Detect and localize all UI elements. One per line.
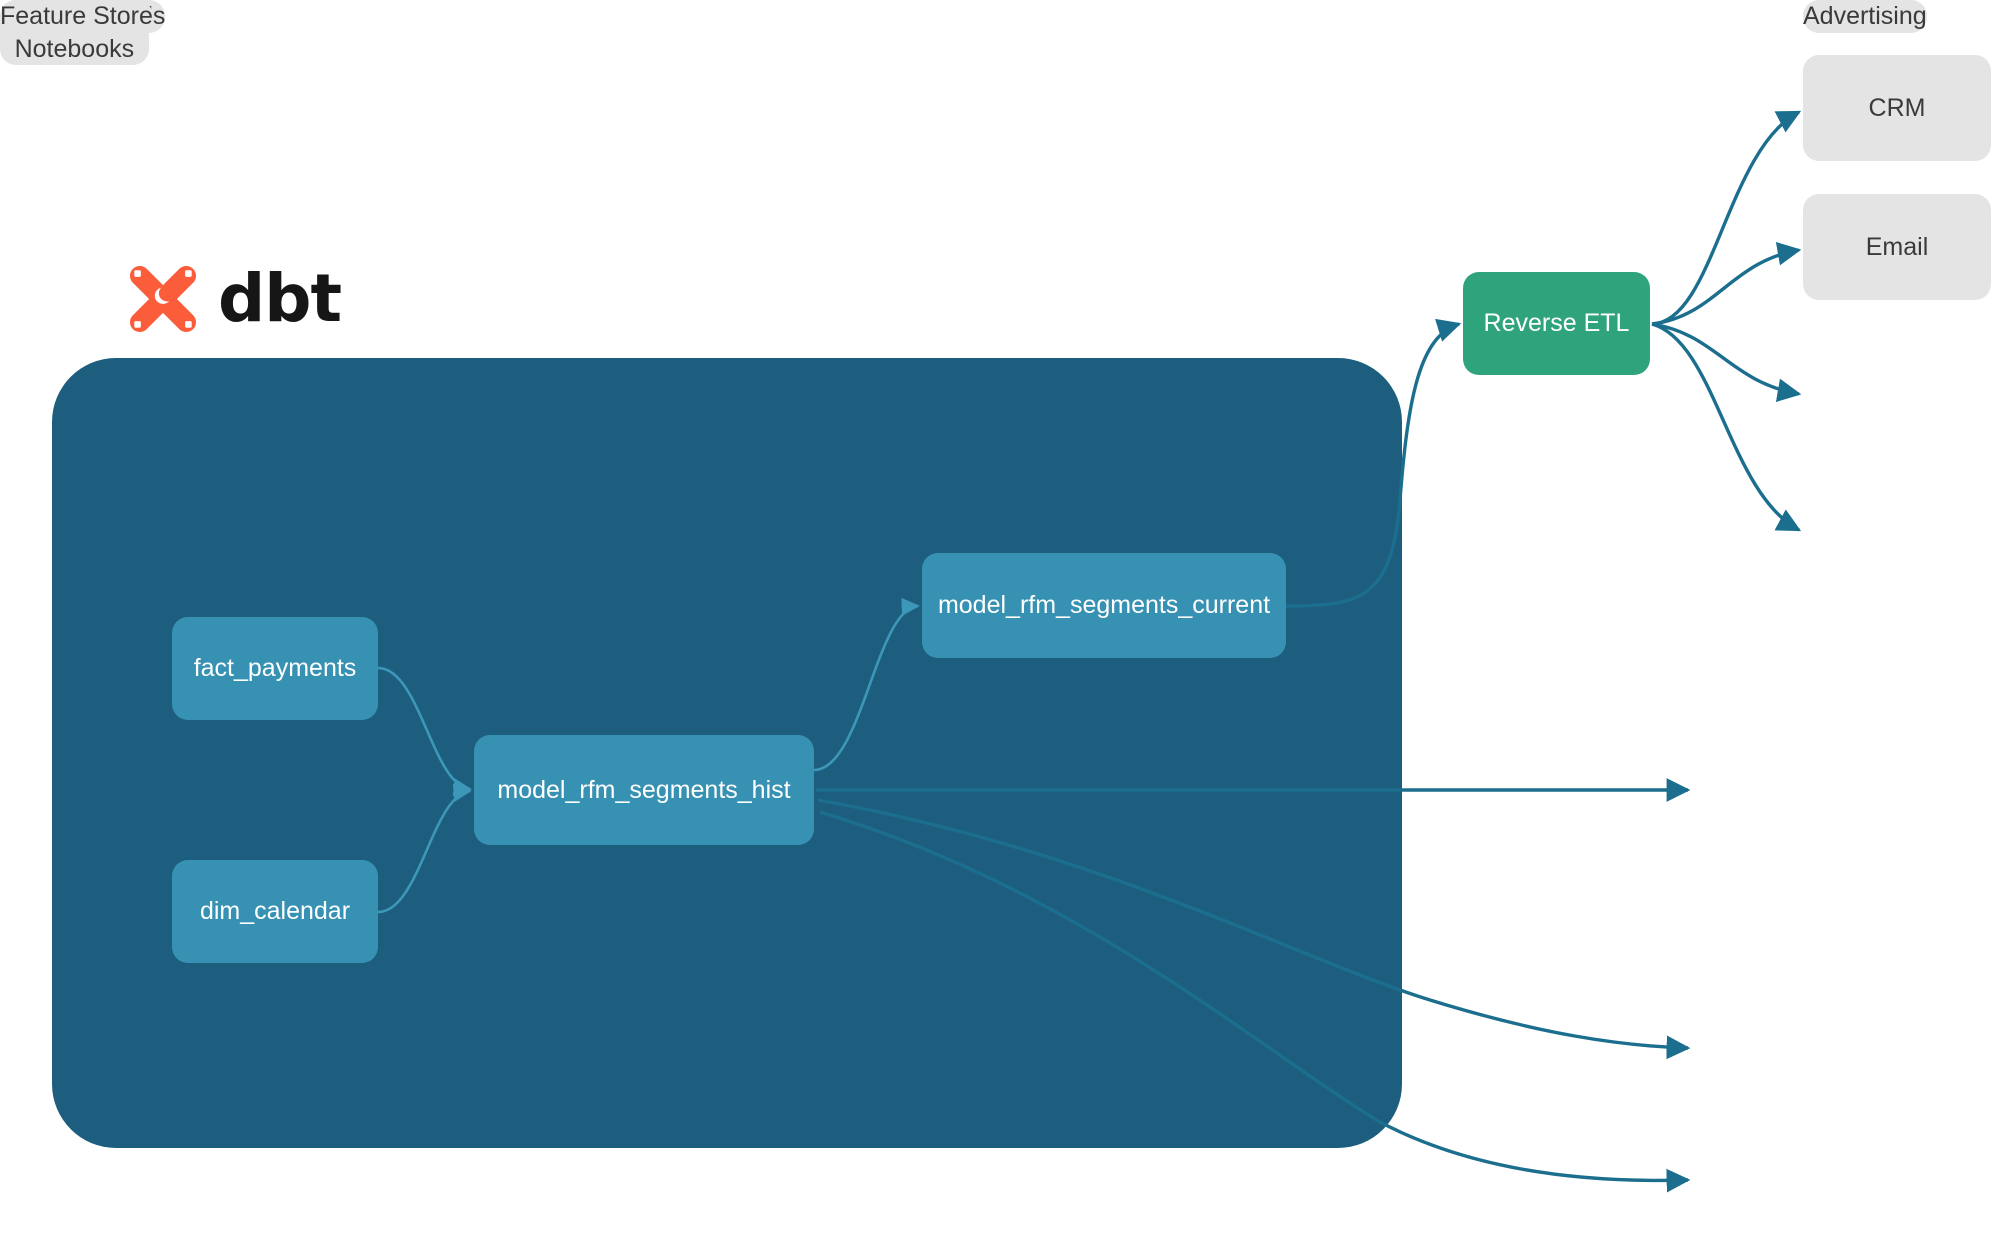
model-node-rfm-segments-current[interactable]: model_rfm_segments_current: [922, 553, 1286, 658]
destination-node-advertising[interactable]: Advertising: [1803, 0, 1927, 33]
edge-reverse-etl-to-crm: [1651, 110, 1802, 326]
edge-reverse-etl-to-advertising: [1651, 322, 1802, 403]
model-node-rfm-segments-hist[interactable]: model_rfm_segments_hist: [474, 735, 814, 845]
destination-node-email[interactable]: Email: [1803, 194, 1991, 300]
consumer-node-feature-store[interactable]: Feature Store: [0, 0, 153, 33]
edge-reverse-etl-to-sms-push: [1651, 322, 1802, 532]
consumer-label-line2: Notebooks: [14, 34, 135, 63]
dbt-wordmark: dbt: [218, 260, 342, 337]
edge-reverse-etl-to-email: [1651, 241, 1802, 326]
dbt-logo: dbt: [122, 258, 342, 340]
model-node-fact-payments[interactable]: fact_payments: [172, 617, 378, 720]
model-node-dim-calendar[interactable]: dim_calendar: [172, 860, 378, 963]
destination-node-crm[interactable]: CRM: [1803, 55, 1991, 161]
reverse-etl-node[interactable]: Reverse ETL: [1463, 272, 1650, 375]
dbt-x-logo-icon: [129, 265, 197, 333]
